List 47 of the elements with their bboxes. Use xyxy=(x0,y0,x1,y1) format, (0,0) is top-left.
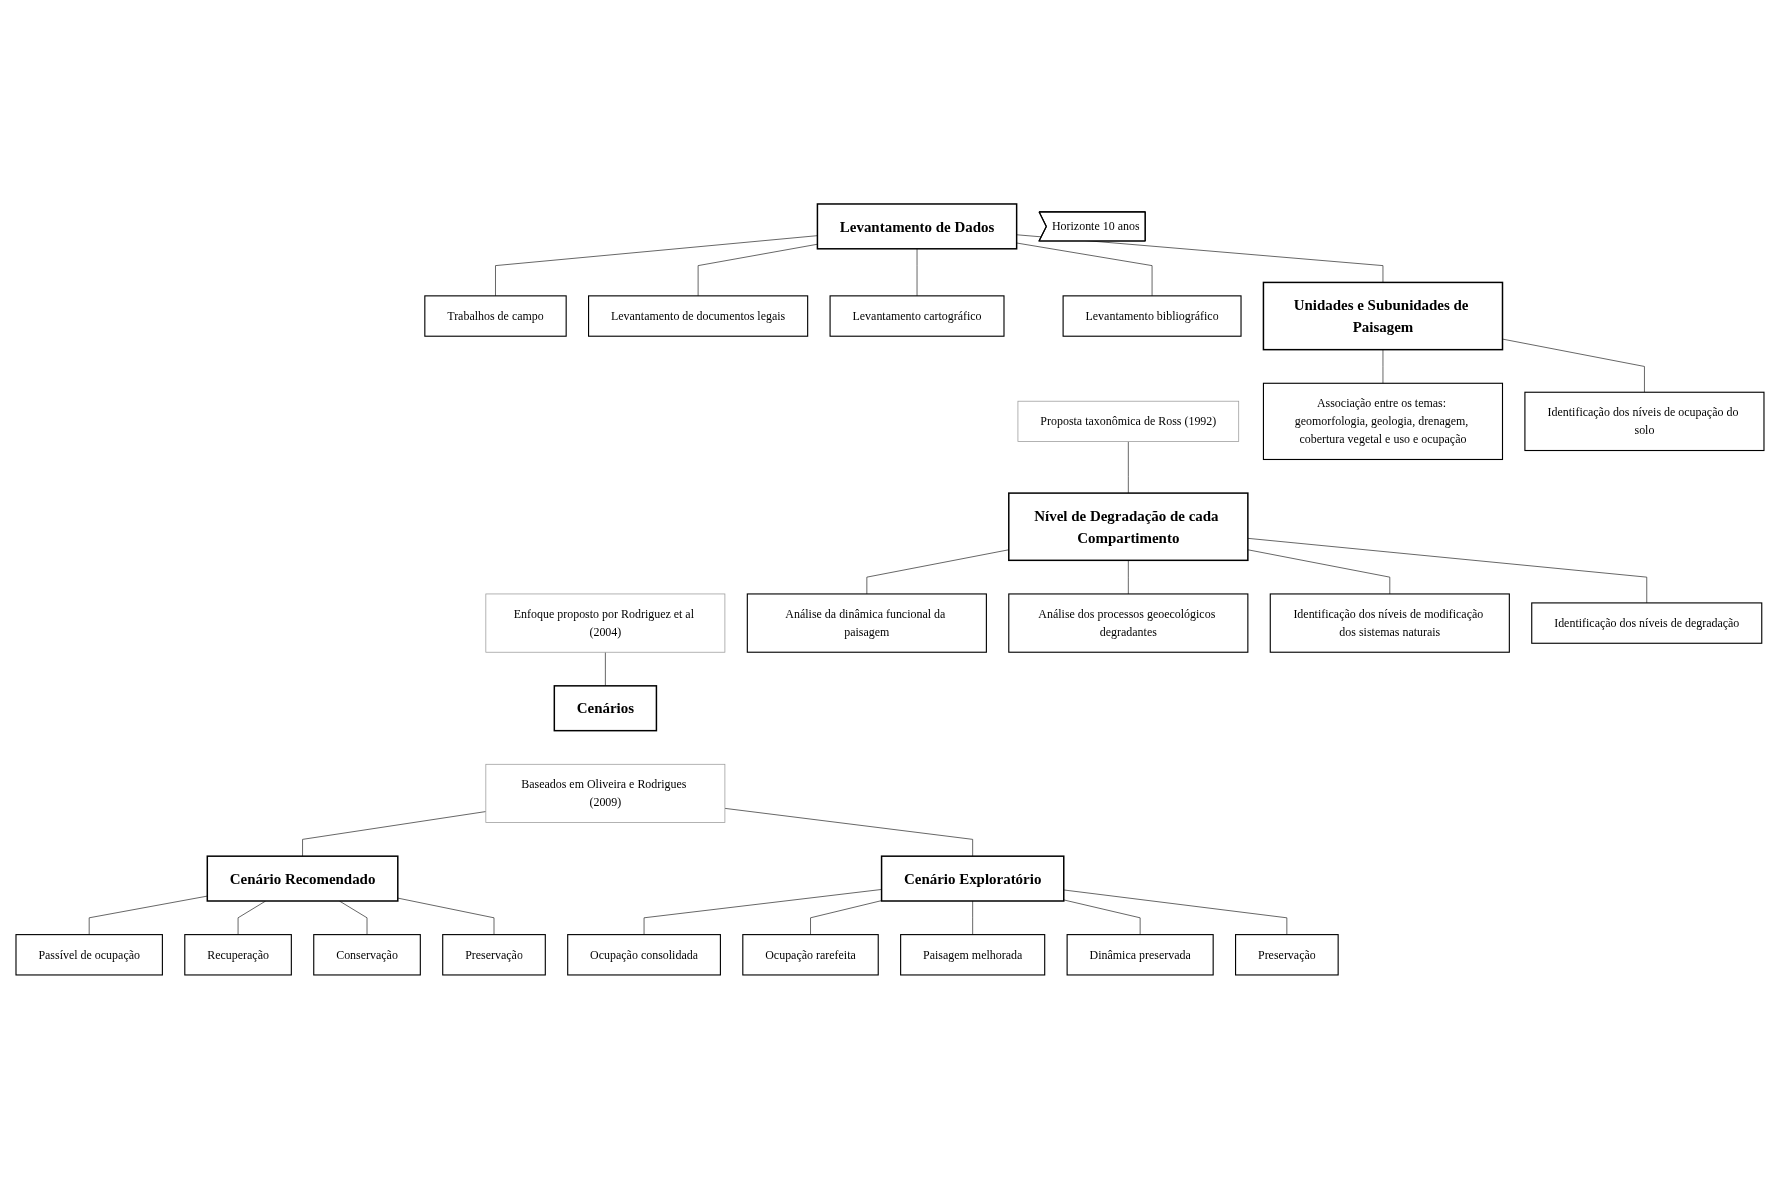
connector xyxy=(866,548,1009,594)
node-box: Cenário Recomendado xyxy=(206,854,399,902)
connector xyxy=(643,888,882,935)
node-box: Baseados em Oliveira e Rodrigues (2009) xyxy=(484,763,725,823)
connector xyxy=(809,899,882,935)
connector xyxy=(1247,548,1390,594)
connector xyxy=(1382,348,1383,384)
node-box: Passível de ocupação xyxy=(14,933,163,976)
node-box: Nível de Degradação de cada Compartimento xyxy=(1007,491,1249,561)
node-box: Análise da dinâmica funcional da paisagem xyxy=(746,592,987,653)
node-box: Levantamento bibliográfico xyxy=(1062,294,1242,337)
connector xyxy=(916,247,917,296)
node-box: Paisagem melhorada xyxy=(899,933,1045,976)
node-box: Identificação dos níveis de degradação xyxy=(1530,601,1762,644)
node-box: Análise dos processos geoecológicos degradantes xyxy=(1007,592,1248,653)
node-box: Cenário Exploratório xyxy=(880,854,1065,902)
connector xyxy=(1247,537,1647,603)
node-box: Enfoque proposto por Rodriguez et al (2004) xyxy=(484,593,725,653)
node-box: Ocupação consolidada xyxy=(566,933,721,976)
node-box: Levantamento de Dados xyxy=(816,202,1017,250)
connector xyxy=(338,900,367,935)
connector xyxy=(237,900,266,935)
connector xyxy=(604,651,606,686)
connector xyxy=(724,807,973,857)
connector xyxy=(1127,559,1129,594)
node-box: Trabalhos de campo xyxy=(423,294,567,337)
connector xyxy=(697,243,818,296)
node-box: Levantamento cartográfico xyxy=(829,294,1005,337)
connector xyxy=(971,900,973,935)
node-box: Identificação dos níveis de modificação dos sistemas naturais xyxy=(1269,592,1510,653)
node-box: Dinâmica preservada xyxy=(1066,933,1214,976)
node-box: Associação entre os temas: geomorfologia, geologia, drenagem, cobertura vegetal e uso e ocupação xyxy=(1262,382,1503,460)
node-box: Ocupação rarefeita xyxy=(741,933,879,976)
node-box: Preservação xyxy=(1234,933,1339,976)
node-box: Proposta taxonômica de Ross (1992) xyxy=(1017,400,1239,442)
connector xyxy=(301,810,486,857)
node-box: Recuperação xyxy=(183,933,292,976)
node-box: Preservação xyxy=(441,933,546,976)
node-box: Conservação xyxy=(312,933,421,976)
node-box: Levantamento de documentos legais xyxy=(587,294,808,337)
connector xyxy=(1127,440,1129,493)
node-box: Identificação dos níveis de ocupação do solo xyxy=(1523,391,1765,451)
connector xyxy=(1062,899,1141,935)
node-box: Unidades e Subunidades de Paisagem xyxy=(1262,281,1503,350)
connector xyxy=(1062,889,1287,935)
node-box: Cenários xyxy=(553,684,657,731)
connector xyxy=(494,234,818,296)
